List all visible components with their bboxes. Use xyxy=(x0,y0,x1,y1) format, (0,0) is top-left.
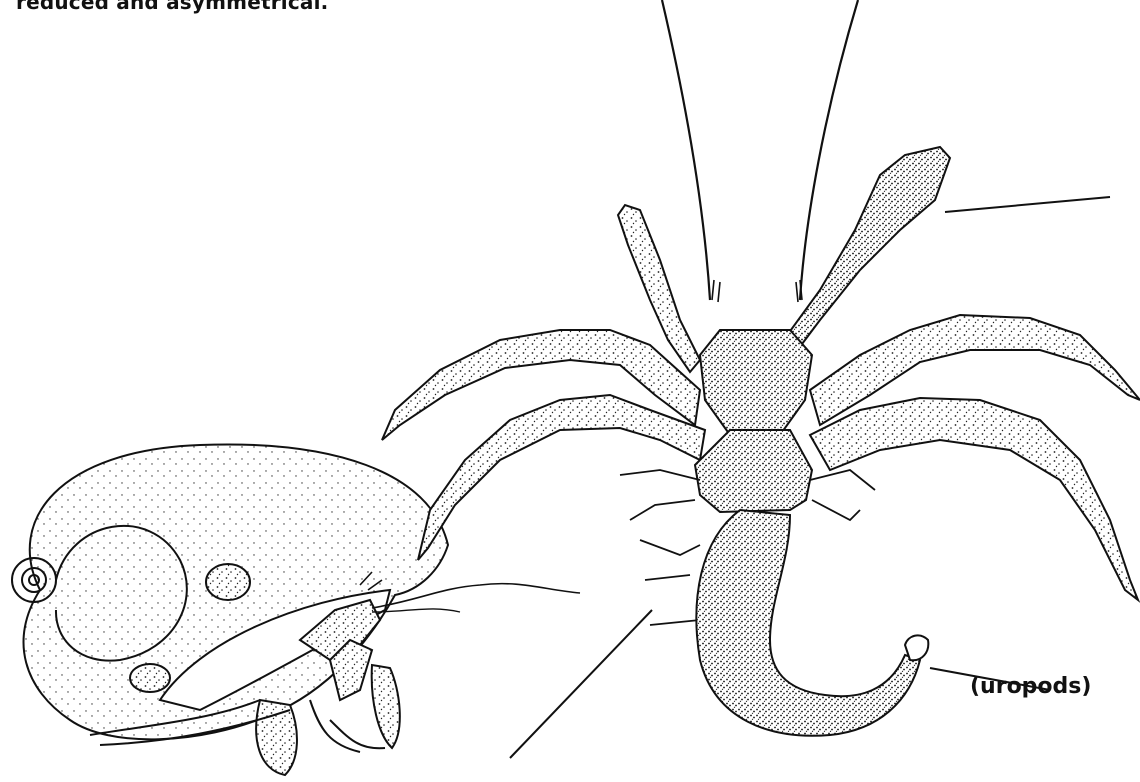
shell-crab-claw-small xyxy=(372,665,400,748)
antenna-left xyxy=(662,0,710,300)
walking-leg-right-2 xyxy=(810,398,1138,600)
label-uropods: (uropods) xyxy=(970,674,1091,699)
leader-line-reduced-legs xyxy=(510,610,652,758)
reduced-legs-right xyxy=(810,470,875,520)
hermit-crab-in-shell xyxy=(12,444,580,775)
shell-knob-1 xyxy=(206,564,250,600)
walking-leg-left-2 xyxy=(418,395,705,560)
shell-crab-claw-large xyxy=(256,700,297,775)
carapace-body xyxy=(695,430,812,512)
antennule-left xyxy=(712,280,720,302)
uropods-tip xyxy=(905,635,928,660)
leader-line-large-claw xyxy=(945,197,1110,212)
reduced-legs-left xyxy=(620,470,700,625)
soft-abdomen xyxy=(696,510,920,736)
shell-knob-2 xyxy=(130,664,170,692)
carapace-shield xyxy=(700,330,812,435)
hermit-crab-dorsal-view xyxy=(382,0,1140,736)
